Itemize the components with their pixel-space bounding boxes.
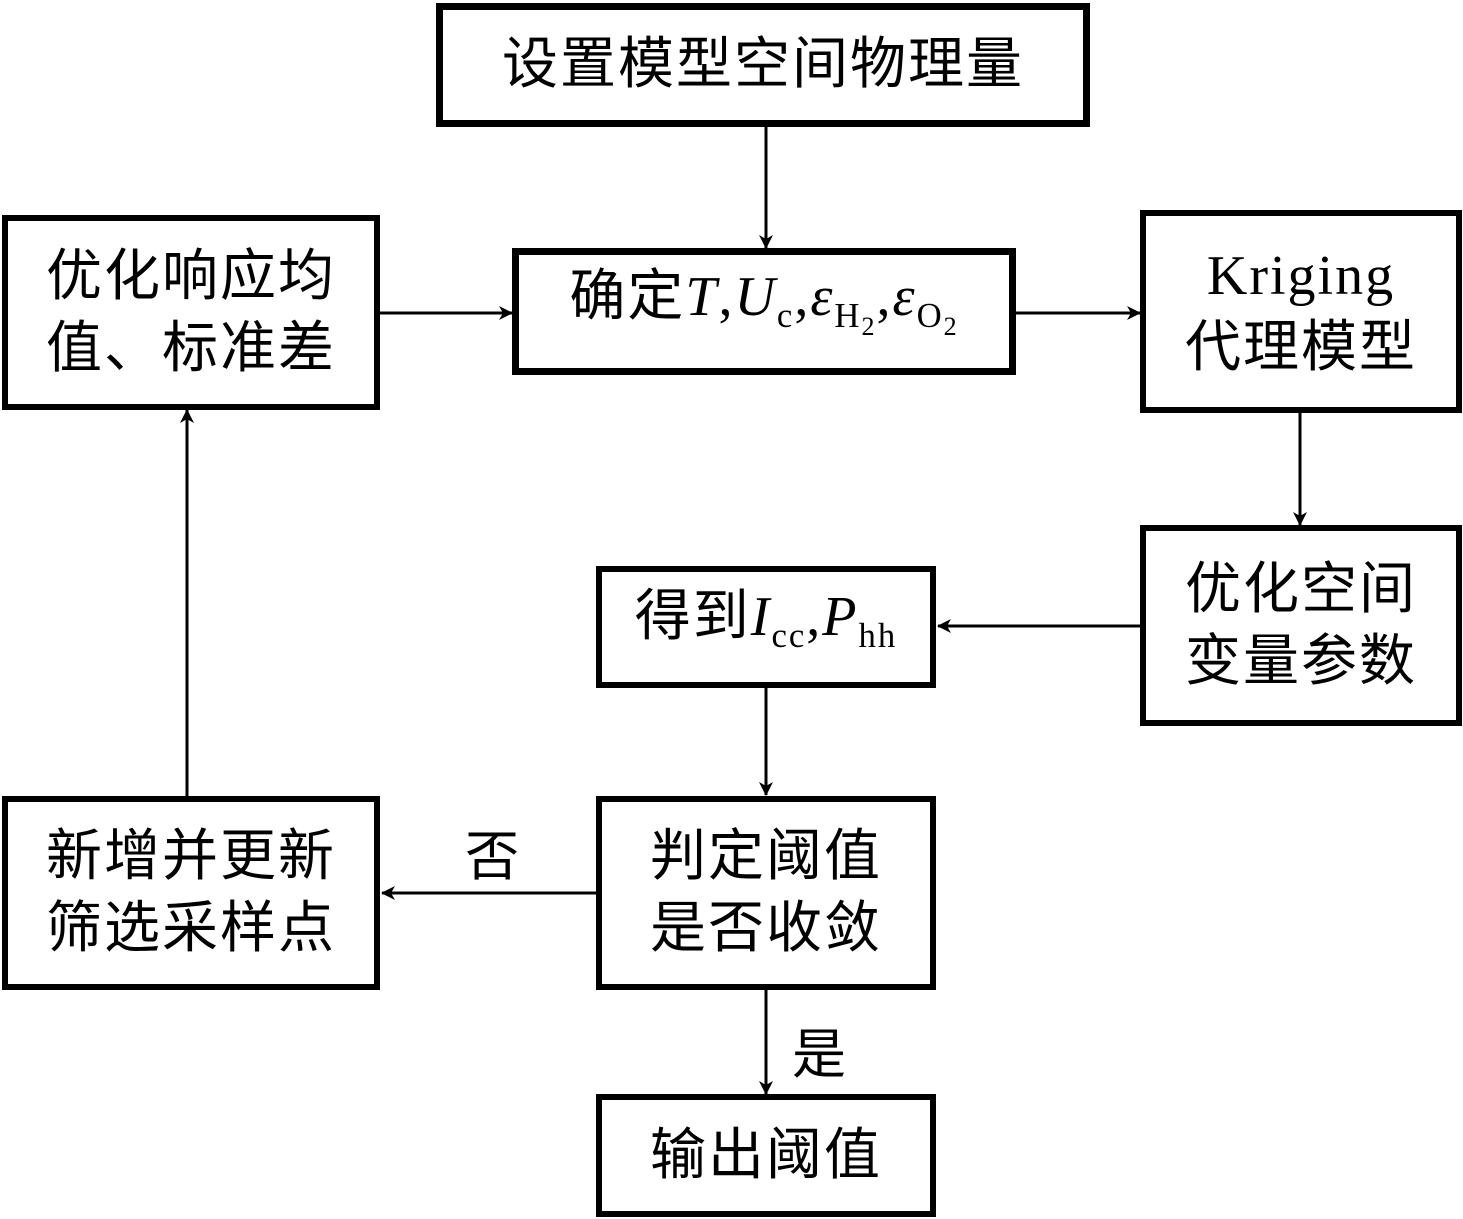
node-set-model-space-label: 设置模型空间物理量 xyxy=(502,32,1024,97)
node-judge-convergence: 判定阈值 是否收敛 xyxy=(596,796,936,990)
node-kriging-line2: 代理模型 xyxy=(1185,314,1417,380)
node-response-line1: 优化响应均 xyxy=(46,243,336,309)
edge-label-yes: 是 xyxy=(792,1023,846,1086)
node-judge-line2: 是否收敛 xyxy=(650,896,882,961)
node-update-samples: 新增并更新 筛选采样点 xyxy=(2,796,380,990)
node-obtain-icc-phh: 得到Icc,Phh xyxy=(596,566,936,688)
node-judge-line1: 判定阈值 xyxy=(650,824,882,889)
node-optimize-vars-line1: 优化空间 xyxy=(1185,556,1417,622)
edge-label-no: 否 xyxy=(465,825,519,888)
node-output-threshold: 输出阈值 xyxy=(596,1094,936,1217)
node-optimize-space-vars: 优化空间 变量参数 xyxy=(1140,525,1462,726)
node-output-label: 输出阈值 xyxy=(650,1122,882,1188)
node-set-model-space: 设置模型空间物理量 xyxy=(436,3,1090,127)
node-kriging-line1: Kriging xyxy=(1206,244,1396,307)
node-determine-params: 确定T,Uc,εH2,εO2 xyxy=(512,248,1016,375)
node-determine-params-label: 确定T,Uc,εH2,εO2 xyxy=(569,263,959,341)
node-update-line2: 筛选采样点 xyxy=(46,896,336,961)
node-response-line2: 值、标准差 xyxy=(46,315,336,381)
node-obtain-label: 得到Icc,Phh xyxy=(634,584,898,656)
node-optimize-vars-line2: 变量参数 xyxy=(1185,628,1417,694)
node-kriging-model: Kriging 代理模型 xyxy=(1140,210,1462,413)
node-update-line1: 新增并更新 xyxy=(46,824,336,889)
node-optimize-response: 优化响应均 值、标准差 xyxy=(2,215,380,410)
